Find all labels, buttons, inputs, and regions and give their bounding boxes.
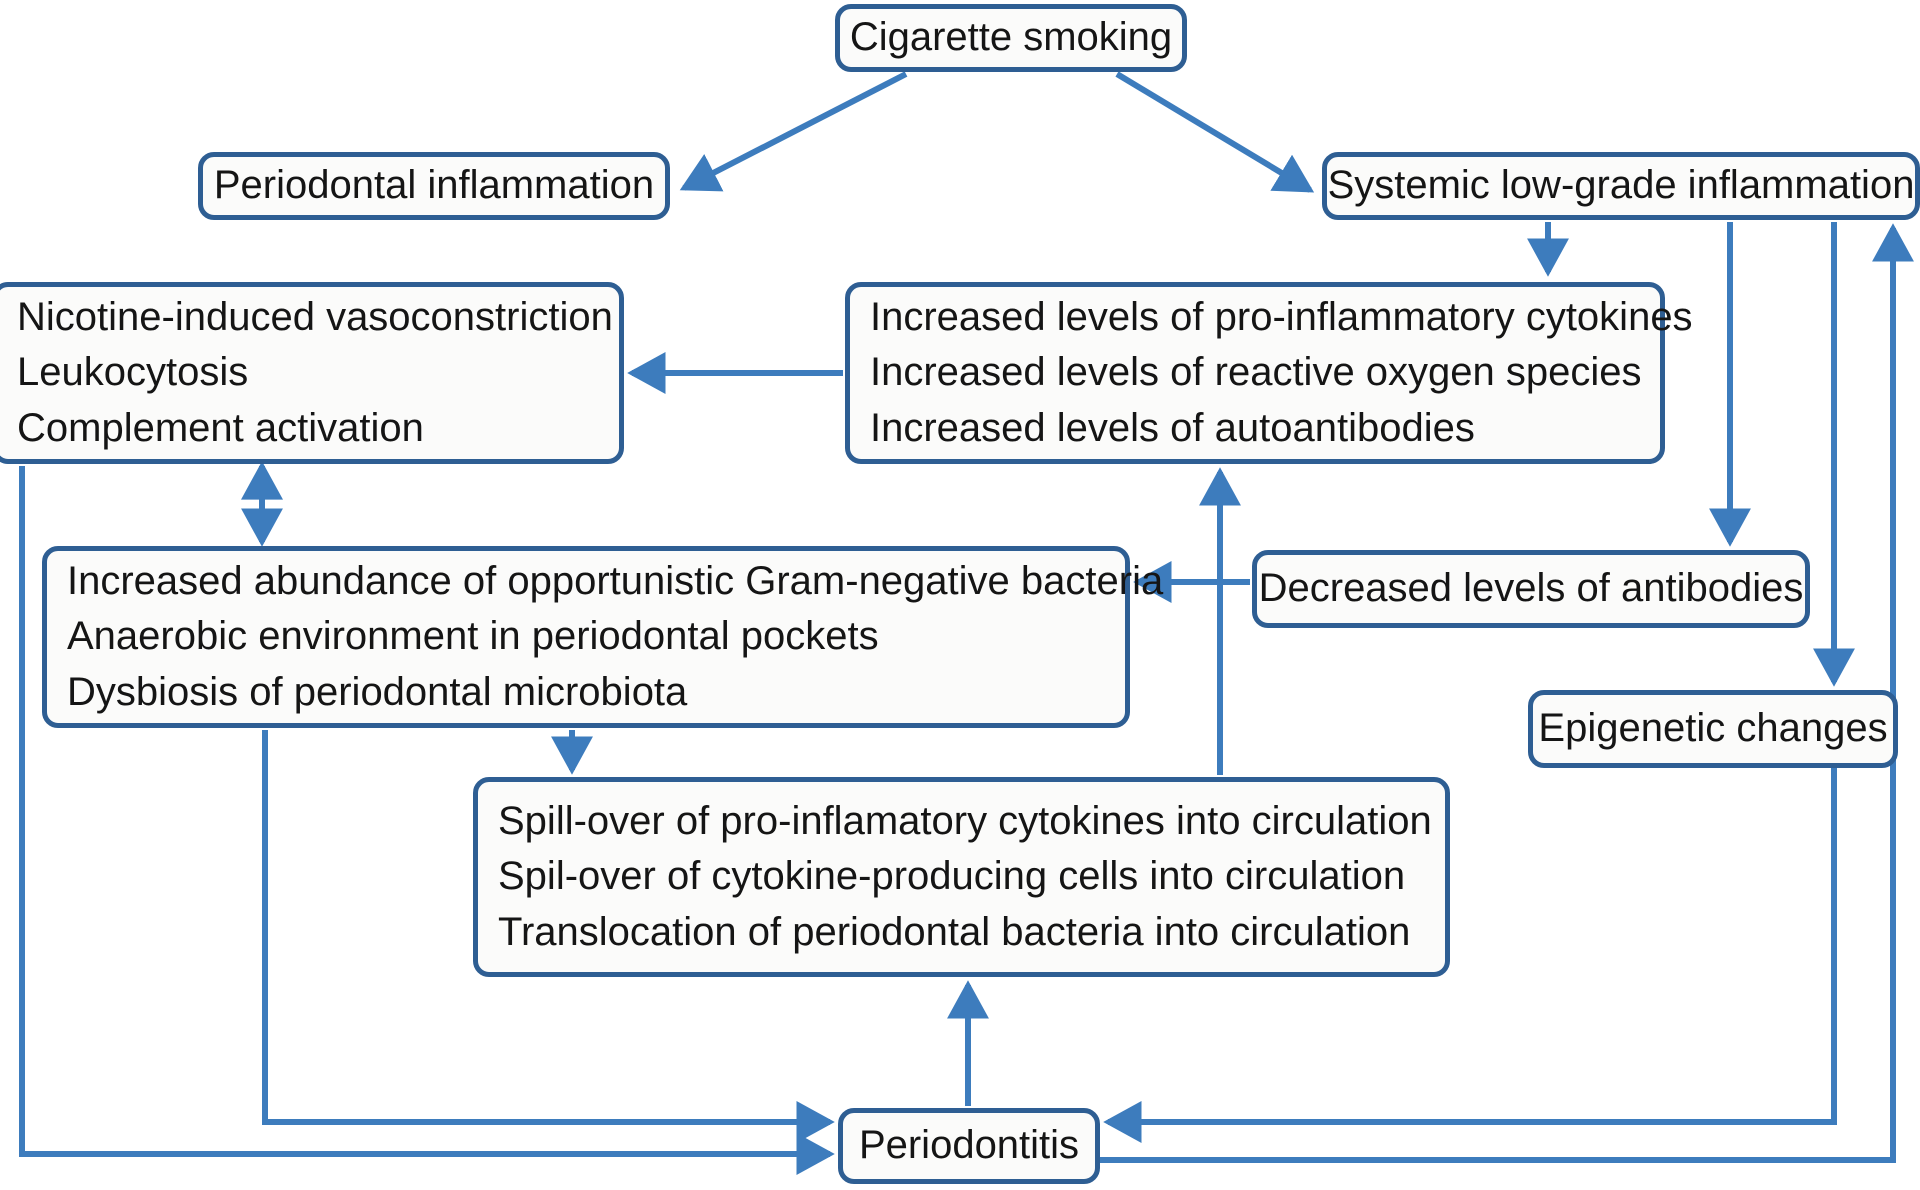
node-line-1: Increased levels of pro-inflammatory cyt… — [870, 295, 1693, 340]
node-increased-levels[interactable]: Increased levels of pro-inflammatory cyt… — [845, 282, 1693, 464]
node-line-2: Leukocytosis — [17, 350, 249, 395]
node-line-1: Increased abundance of opportunistic Gra… — [67, 559, 1164, 604]
node-label: Epigenetic changes — [1538, 706, 1888, 751]
node-line-3: Dysbiosis of periodontal microbiota — [67, 669, 688, 714]
node-label: Periodontal inflammation — [213, 163, 655, 208]
node-line-2: Anaerobic environment in periodontal poc… — [67, 614, 879, 659]
node-line-2: Increased levels of reactive oxygen spec… — [870, 350, 1642, 395]
node-epigenetic-changes[interactable]: Epigenetic changes — [1528, 690, 1898, 768]
node-periodontal-microbiota[interactable]: Increased abundance of opportunistic Gra… — [42, 546, 1163, 728]
node-nicotine-effects[interactable]: Nicotine-induced vasoconstriction Leukoc… — [0, 282, 624, 464]
node-line-2: Spil-over of cytokine-producing cells in… — [498, 854, 1406, 899]
node-line-3: Translocation of periodontal bacteria in… — [498, 909, 1411, 954]
edge-cigarette-to-systemic — [1115, 71, 1315, 193]
node-spill-over[interactable]: Spill-over of pro-inflamatory cytokines … — [473, 777, 1450, 977]
node-line-1: Spill-over of pro-inflamatory cytokines … — [498, 799, 1432, 844]
node-line-3: Complement activation — [17, 405, 424, 450]
node-label: Periodontitis — [858, 1123, 1080, 1168]
node-line-1: Nicotine-induced vasoconstriction — [17, 295, 613, 340]
edge-cigarette-to-periodontal-inflammation — [679, 71, 908, 192]
node-systemic-low-grade-inflammation[interactable]: Systemic low-grade inflammation — [1322, 152, 1920, 220]
node-decreased-antibodies[interactable]: Decreased levels of antibodies — [1252, 550, 1810, 628]
node-line-3: Increased levels of autoantibodies — [870, 405, 1475, 450]
node-label: Decreased levels of antibodies — [1258, 566, 1804, 611]
node-periodontal-inflammation[interactable]: Periodontal inflammation — [198, 152, 670, 220]
node-label: Systemic low-grade inflammation — [1327, 163, 1915, 208]
node-periodontitis[interactable]: Periodontitis — [838, 1108, 1100, 1184]
node-label: Cigarette smoking — [849, 15, 1173, 60]
node-cigarette-smoking[interactable]: Cigarette smoking — [835, 4, 1187, 72]
